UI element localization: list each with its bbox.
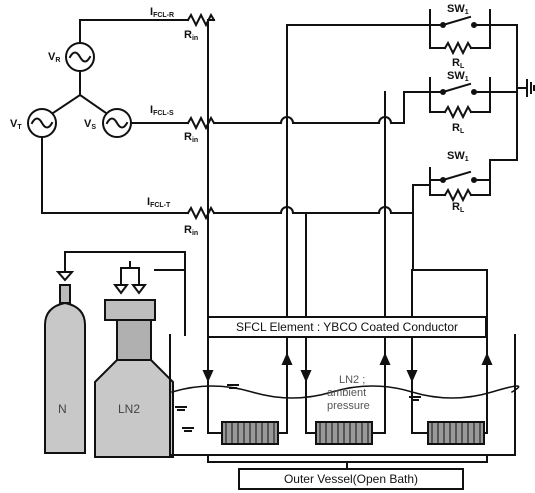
- label-rin-s: Rin: [184, 131, 198, 144]
- outer-vessel-label: Outer Vessel(Open Bath): [238, 468, 464, 490]
- label-rin-t: Rin: [184, 224, 198, 237]
- label-rl-c: RL: [452, 201, 465, 214]
- rin-s-resistor-icon: [186, 115, 216, 131]
- label-rl-b: RL: [452, 122, 465, 135]
- circuit-labels: IFCL-R Rin IFCL-S Rin IFCL-T Rin VR VS V…: [10, 3, 469, 237]
- open-bath-vessel: [169, 334, 520, 456]
- valve-icon: [55, 271, 75, 282]
- ground-icon: [526, 79, 535, 97]
- label-sw1-a: SW1: [447, 3, 469, 16]
- rin-r-resistor-icon: [186, 12, 216, 28]
- sfcl-element-label: SFCL Element : YBCO Coated Conductor: [207, 316, 487, 338]
- phase-r-wire: [79, 12, 216, 381]
- label-sw1-b: SW1: [447, 70, 469, 83]
- label-ln2-line3: pressure: [327, 400, 370, 412]
- label-vr: VR: [48, 51, 60, 64]
- switch-3-icon: [441, 170, 472, 182]
- label-cylinder-ln2: LN2: [118, 402, 140, 416]
- phase-t-wire: [41, 136, 431, 221]
- switch-bank-3: [429, 167, 491, 203]
- ln2-cylinder: [94, 284, 174, 458]
- label-vt: VT: [10, 118, 22, 131]
- label-rin-r: Rin: [184, 29, 198, 42]
- current-arrows: [202, 352, 493, 383]
- label-ln2-line2: ambient: [327, 387, 366, 399]
- sfcl-element-3: [411, 379, 488, 445]
- three-phase-source: [27, 42, 132, 138]
- sfcl-element-2: [305, 379, 386, 445]
- valve-icon: [131, 284, 147, 295]
- switch-1-icon: [441, 15, 472, 27]
- label-cylinder-n: N: [58, 402, 67, 416]
- nitrogen-cylinder: [44, 271, 86, 454]
- label-sw1-c: SW1: [447, 150, 469, 163]
- valve-icon: [113, 284, 129, 295]
- label-ln2-line1: LN2 ;: [339, 374, 365, 386]
- rl-1-resistor-icon: [443, 40, 473, 56]
- label-vs: VS: [84, 118, 96, 131]
- label-rl-a: RL: [452, 57, 465, 70]
- label-ifcl-s: IFCL-S: [150, 104, 174, 117]
- rl-2-resistor-icon: [443, 104, 473, 120]
- switch-bank-1: [429, 9, 491, 56]
- label-ifcl-t: IFCL-T: [147, 196, 171, 209]
- rin-t-resistor-icon: [186, 205, 216, 221]
- switch-bank-2: [429, 77, 491, 120]
- switch-2-icon: [441, 82, 472, 94]
- vessel-labels: N LN2 LN2 ; ambient pressure: [58, 374, 370, 416]
- sfcl-element-1: [207, 379, 288, 445]
- label-ifcl-r: IFCL-R: [150, 6, 174, 19]
- rl-3-resistor-icon: [443, 187, 473, 203]
